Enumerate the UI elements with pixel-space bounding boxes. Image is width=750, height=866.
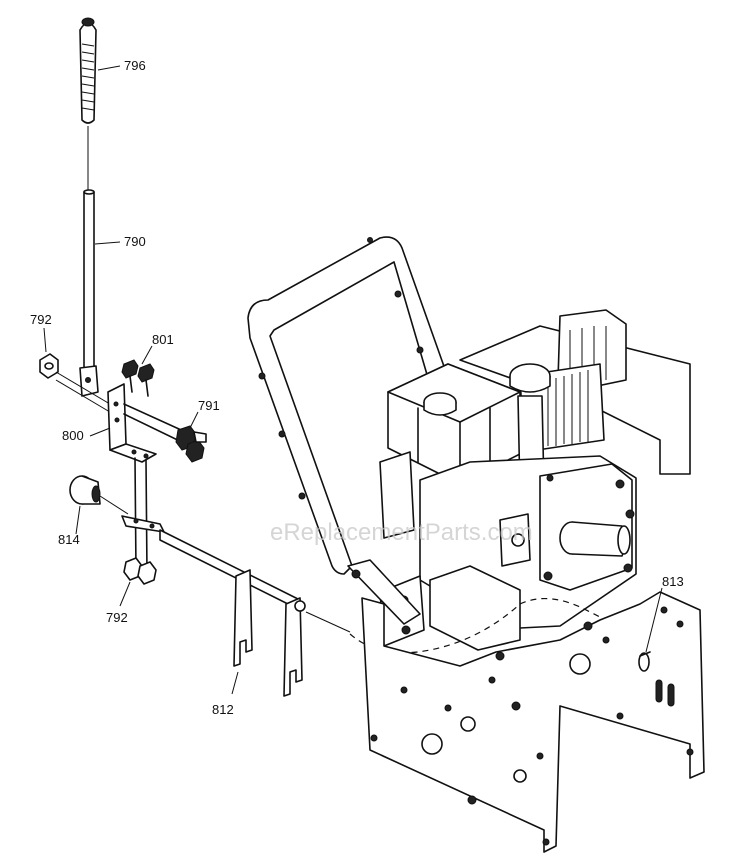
callout-792-lower: 792 xyxy=(106,610,128,625)
bolt-pair xyxy=(121,359,155,397)
retaining-clip xyxy=(638,651,651,672)
callout-800: 800 xyxy=(62,428,84,443)
mounting-plate xyxy=(361,591,705,853)
bushing xyxy=(69,475,101,505)
lower-link-plate xyxy=(121,515,165,533)
shift-rod xyxy=(79,189,99,397)
callout-801: 801 xyxy=(152,332,174,347)
engine xyxy=(379,309,691,629)
callout-814: 814 xyxy=(58,532,80,547)
callout-791: 791 xyxy=(198,398,220,413)
handle-frame xyxy=(247,236,447,575)
hex-nut-upper xyxy=(39,353,59,379)
shift-knob xyxy=(79,17,97,124)
callout-796: 796 xyxy=(124,58,146,73)
pivot-arm xyxy=(347,559,421,625)
hex-nut-lower xyxy=(123,557,157,585)
shift-fork-left xyxy=(233,569,253,667)
callout-812: 812 xyxy=(212,702,234,717)
carriage-bolts xyxy=(175,425,207,463)
callout-792-upper: 792 xyxy=(30,312,52,327)
callout-813: 813 xyxy=(662,574,684,589)
shift-fork-right xyxy=(283,597,306,697)
leader-lines xyxy=(43,65,663,695)
callout-790: 790 xyxy=(124,234,146,249)
pivot-bracket xyxy=(107,383,157,463)
watermark: eReplacementParts.com xyxy=(270,519,533,546)
